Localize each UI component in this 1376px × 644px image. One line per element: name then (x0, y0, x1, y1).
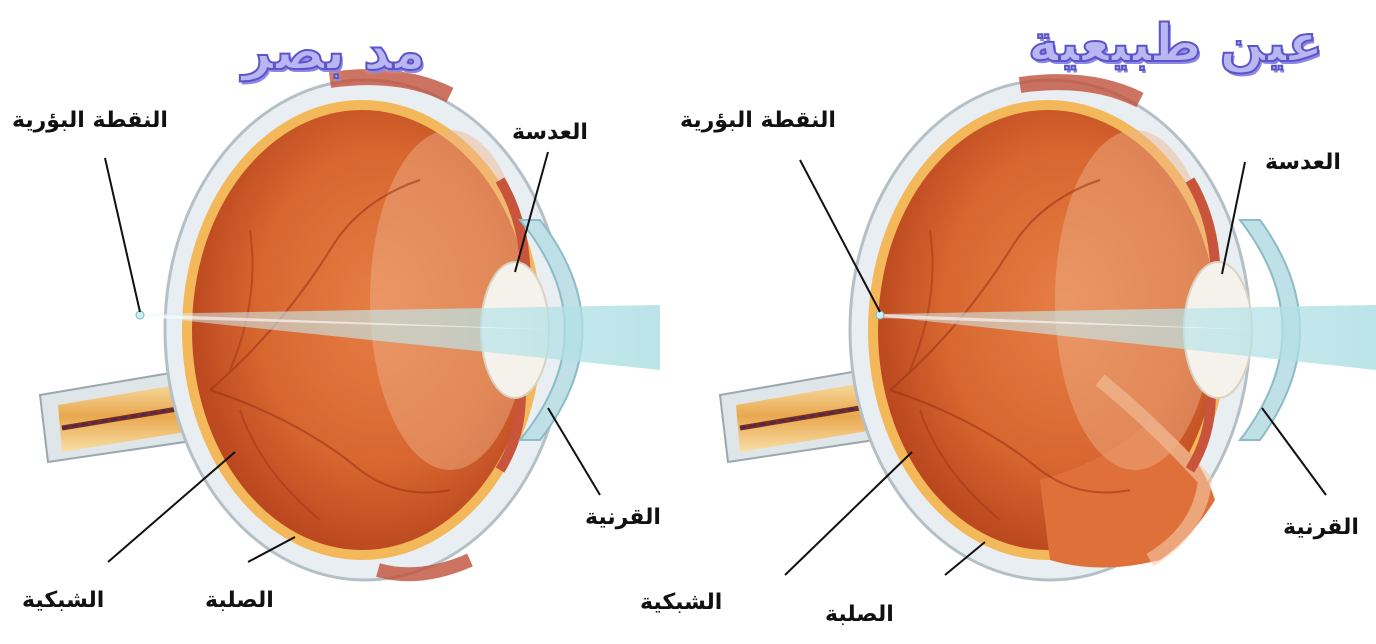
lens-label: العدسة (1265, 150, 1341, 175)
retina-label: الشبكية (22, 588, 104, 613)
cornea-label: القرنية (1283, 515, 1359, 540)
cornea-label: القرنية (585, 505, 661, 530)
lens-label: العدسة (512, 120, 588, 145)
sclera-label: الصلبة (825, 602, 894, 627)
retina-label: الشبكية (640, 590, 722, 615)
myopic-eye (40, 77, 660, 580)
myopia-title: مد بصر (242, 22, 425, 82)
sclera-label: الصلبة (205, 588, 274, 613)
normal-eye-title: عين طبيعية (1028, 14, 1323, 74)
focal-point-marker (136, 311, 144, 319)
focal-point-label: النقطة البؤرية (680, 108, 836, 133)
focal-point-marker (876, 311, 884, 319)
focal-point-label: النقطة البؤرية (12, 108, 168, 133)
